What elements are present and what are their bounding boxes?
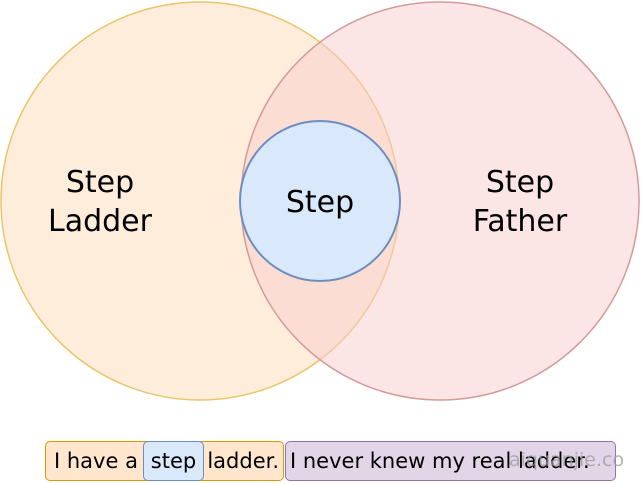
caption-right-text: I never knew my real ladder. xyxy=(290,449,590,473)
step-center-circle xyxy=(239,120,401,282)
caption-step-father-box: I never knew my real ladder. xyxy=(285,441,616,481)
caption-left-suffix: ladder. xyxy=(207,449,279,473)
step-ladder-label-line2: Ladder xyxy=(48,204,153,239)
caption-step-word: step xyxy=(150,449,197,473)
step-center-label: Step xyxy=(286,185,354,220)
caption-step-box: step xyxy=(143,441,204,481)
caption-left-prefix: I have a xyxy=(54,449,138,473)
watermark: aiquanjie.co xyxy=(509,449,625,471)
step-father-label-line1: Step xyxy=(486,165,554,200)
step-ladder-label-line1: Step xyxy=(66,165,134,200)
step-father-label-line2: Father xyxy=(473,204,568,239)
